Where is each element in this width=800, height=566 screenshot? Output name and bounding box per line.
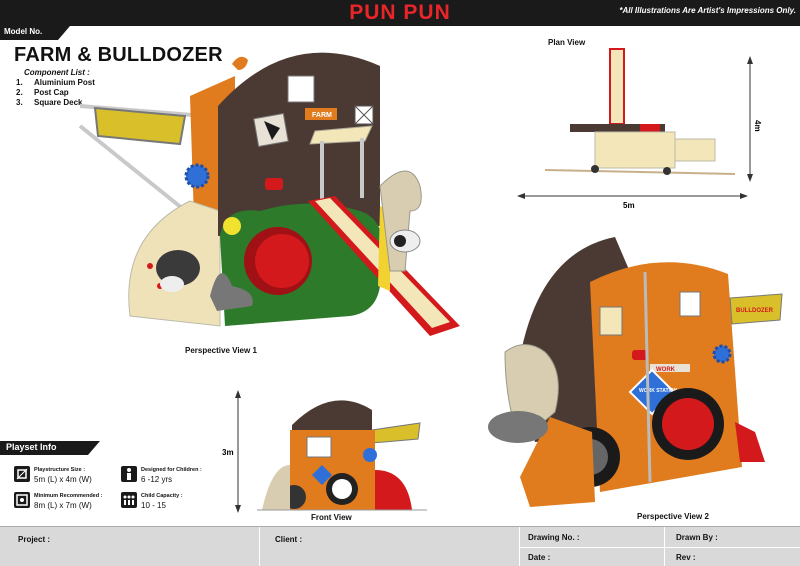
drawing-date-cell [520, 527, 665, 566]
size-icon [14, 466, 30, 482]
plan-width-text: 5m [623, 201, 635, 210]
child-icon [121, 466, 137, 482]
work-station-text: WORK STATION [639, 388, 678, 394]
drawing-no-label: Drawing No. : [528, 533, 580, 542]
child-capacity-spec: Child Capacity : 10 - 15 [121, 492, 226, 512]
group-icon [121, 492, 137, 508]
component-list: 1.Aluminium Post 2.Post Cap 3.Square Dec… [16, 78, 95, 108]
project-label: Project : [18, 535, 51, 544]
model-number-label: Model No. [4, 27, 43, 36]
playset-info-tab: Playset Info [0, 441, 100, 455]
playset-info-title: Playset Info [6, 442, 57, 452]
model-number-tab: Model No. [0, 26, 70, 40]
plan-view-label: Plan View [548, 38, 586, 47]
perspective-view-2-illustration: BULLDOZER WORK WORK STATION [488, 237, 783, 507]
rev-label: Rev : [676, 553, 696, 562]
product-title: FARM & BULLDOZER [14, 44, 223, 66]
farm-sign-text: FARM [312, 112, 332, 119]
bulldozer-sign-text: BULLDOZER [736, 308, 774, 314]
perspective-view-1-illustration: FARM [78, 52, 460, 336]
component-item: 3.Square Deck [16, 98, 83, 107]
plan-depth-text: 4m [753, 120, 762, 132]
front-view-label: Front View [311, 513, 352, 522]
drawn-by-label: Drawn By : [676, 533, 718, 542]
client-cell [260, 527, 520, 566]
brand-logo-text: PUN PUN [349, 1, 451, 24]
project-cell [0, 527, 260, 566]
minimum-recommended-spec: Minimum Recommended : 8m (L) x 7m (W) [14, 492, 119, 512]
perspective-view-1-label: Perspective View 1 [185, 346, 257, 355]
playstructure-size-spec: Playstructure Size : 5m (L) x 4m (W) [14, 466, 119, 486]
disclaimer: *All Illustrations Are Artist's Impressi… [619, 6, 796, 15]
component-item: 1.Aluminium Post [16, 78, 95, 87]
work-strip-text: WORK [656, 367, 676, 373]
title-block-footer: Project : Client : Drawing No. : Drawn B… [0, 526, 800, 566]
designed-for-children-spec: Designed for Children : 6 -12 yrs [121, 466, 226, 486]
component-list-heading: Component List : [24, 68, 90, 77]
front-view-illustration: 3m [222, 390, 427, 513]
plan-view-illustration: 4m 5m [517, 48, 762, 210]
header-bar [0, 0, 800, 26]
front-height-text: 3m [222, 448, 234, 457]
component-item: 2.Post Cap [16, 88, 69, 97]
date-label: Date : [528, 553, 551, 562]
perspective-view-2-label: Perspective View 2 [637, 512, 709, 521]
area-icon [14, 492, 30, 508]
footer-divider [520, 547, 800, 548]
client-label: Client : [275, 535, 303, 544]
